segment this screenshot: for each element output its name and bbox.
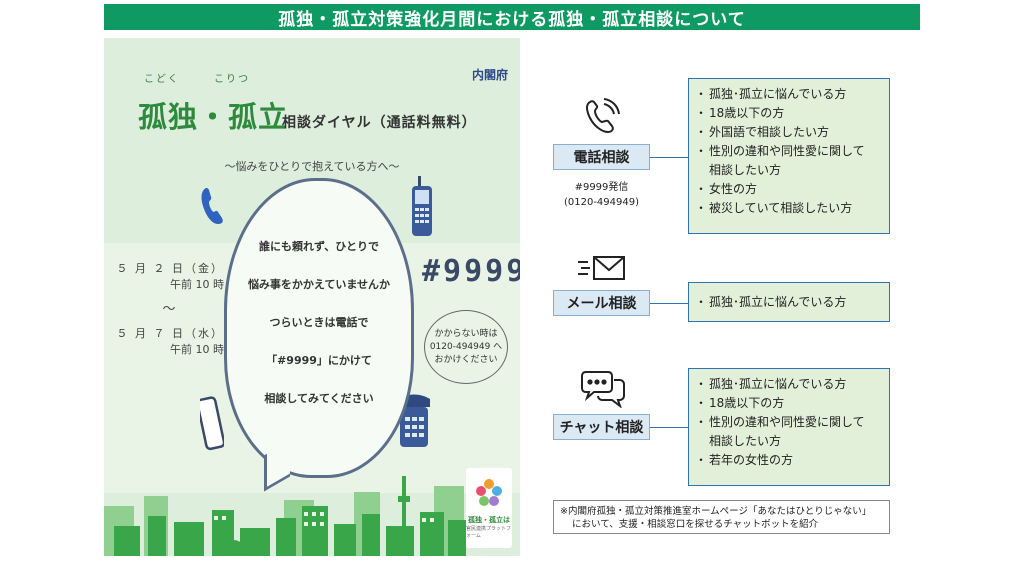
- phone-icon: [582, 96, 622, 140]
- poster-title: 孤独・孤立: [138, 100, 289, 134]
- email-target-list: 孤独･孤立に悩んでいる方: [688, 282, 890, 322]
- connector-line: [650, 303, 688, 304]
- list-item: 被災していて相談したい方: [695, 199, 881, 218]
- city-skyline: [104, 476, 466, 556]
- bubble-line: 悩み事をかかえていませんか: [247, 278, 391, 291]
- connector-line: [650, 157, 688, 158]
- list-item-continued: 相談したい方: [709, 434, 782, 448]
- logo-subtext: 官民連携プラットフォーム: [466, 526, 512, 539]
- email-icon: [578, 254, 628, 288]
- channel-label-text: メール相談: [566, 296, 637, 312]
- poster-tagline: 〜悩みをひとりで抱えている方へ〜: [224, 160, 400, 173]
- chat-consultation-label: チャット相談: [553, 414, 650, 440]
- chat-target-list: 孤独･孤立に悩んでいる方 18歳以下の方 性別の違和や同性愛に関して 相談したい…: [688, 368, 890, 486]
- list-item: 孤独･孤立に悩んでいる方: [695, 293, 846, 312]
- start-time: 午前 10 時: [170, 278, 224, 291]
- end-time: 午前 10 時: [170, 343, 224, 356]
- list-item: 外国語で相談したい方: [695, 123, 881, 142]
- footnote-line: ※内閣府孤独・孤立対策推進室ホームページ「あなたはひとりじゃない」: [560, 506, 872, 517]
- list-item: 若年の女性の方: [695, 451, 881, 470]
- start-date: ５ 月 ２ 日（金）: [116, 262, 224, 275]
- list-item: 性別の違和や同性愛に関して: [695, 142, 881, 161]
- list-item: 孤独･孤立に悩んでいる方: [695, 85, 881, 104]
- channel-label-text: 電話相談: [573, 150, 630, 166]
- bubble-line: 「#9999」にかけて: [266, 354, 372, 367]
- bubble-line: つらいときは電話で: [269, 316, 369, 329]
- speech-bubble: [224, 178, 414, 478]
- alt-line: 0120-494949 へ: [429, 341, 503, 352]
- alternate-number-note: かからない時は 0120-494949 へ おかけください: [424, 310, 508, 384]
- banner-title: 孤独・孤立対策強化月間における孤独・孤立相談について: [278, 9, 746, 30]
- bubble-message: 誰にも頼れず、ひとりで 悩み事をかかえていませんか つらいときは電話で 「#99…: [224, 228, 414, 418]
- chatbot-footnote: ※内閣府孤独・孤立対策推進室ホームページ「あなたはひとりじゃない」 において、支…: [553, 500, 890, 534]
- phone-number-note: #9999発信 (0120-494949): [553, 180, 650, 210]
- helpline-poster: 内閣府 こどく こりつ 孤独・孤立 相談ダイヤル（通話料無料） 〜悩みをひとりで…: [104, 38, 520, 556]
- logo-mark-icon: [476, 479, 502, 506]
- alt-line: かからない時は: [434, 328, 498, 339]
- helpline-number: #9999: [422, 254, 520, 289]
- list-item: 孤独･孤立に悩んでいる方: [695, 375, 881, 394]
- range-mark: 〜: [162, 302, 176, 317]
- page-banner: 孤独・孤立対策強化月間における孤独・孤立相談について: [104, 4, 920, 30]
- phone-handset-icon: [200, 186, 228, 230]
- ruby-koritsu: こりつ: [214, 74, 251, 85]
- list-item: 性別の違和や同性愛に関して: [695, 413, 881, 432]
- poster-subtitle: 相談ダイヤル（通話料無料）: [282, 115, 477, 131]
- list-item: 18歳以下の方: [695, 104, 881, 123]
- footnote-line: において、支援・相談窓口を探せるチャットボットを紹介: [572, 519, 819, 530]
- phone-target-list: 孤独･孤立に悩んでいる方 18歳以下の方 外国語で相談したい方 性別の違和や同性…: [688, 78, 890, 234]
- alt-line: おかけください: [434, 354, 498, 365]
- platform-logo: 孤独・孤立は 官民連携プラットフォーム: [466, 468, 512, 548]
- list-item: 女性の方: [695, 180, 881, 199]
- bubble-line: 相談してみてください: [264, 392, 374, 405]
- chat-icon: [580, 368, 626, 412]
- campaign-dates: ５ 月 ２ 日（金） 午前 10 時 〜 ５ 月 ７ 日（水） 午前 10 時: [114, 260, 225, 373]
- connector-line: [650, 427, 688, 428]
- email-consultation-label: メール相談: [553, 290, 650, 316]
- logo-text: 孤独・孤立は: [468, 516, 510, 524]
- phone-note-line: (0120-494949): [563, 197, 640, 208]
- smartphone-icon: [196, 396, 226, 456]
- ruby-kodoku: こどく: [144, 74, 180, 85]
- end-date: ５ 月 ７ 日（水）: [116, 327, 224, 340]
- channel-label-text: チャット相談: [559, 420, 644, 436]
- mobile-phone-icon: [410, 176, 434, 242]
- list-item: 18歳以下の方: [695, 394, 881, 413]
- phone-note-line: #9999発信: [574, 182, 629, 193]
- poster-org: 内閣府: [471, 68, 508, 82]
- bubble-line: 誰にも頼れず、ひとりで: [259, 240, 379, 253]
- phone-consultation-label: 電話相談: [553, 144, 650, 170]
- list-item-continued: 相談したい方: [709, 163, 782, 177]
